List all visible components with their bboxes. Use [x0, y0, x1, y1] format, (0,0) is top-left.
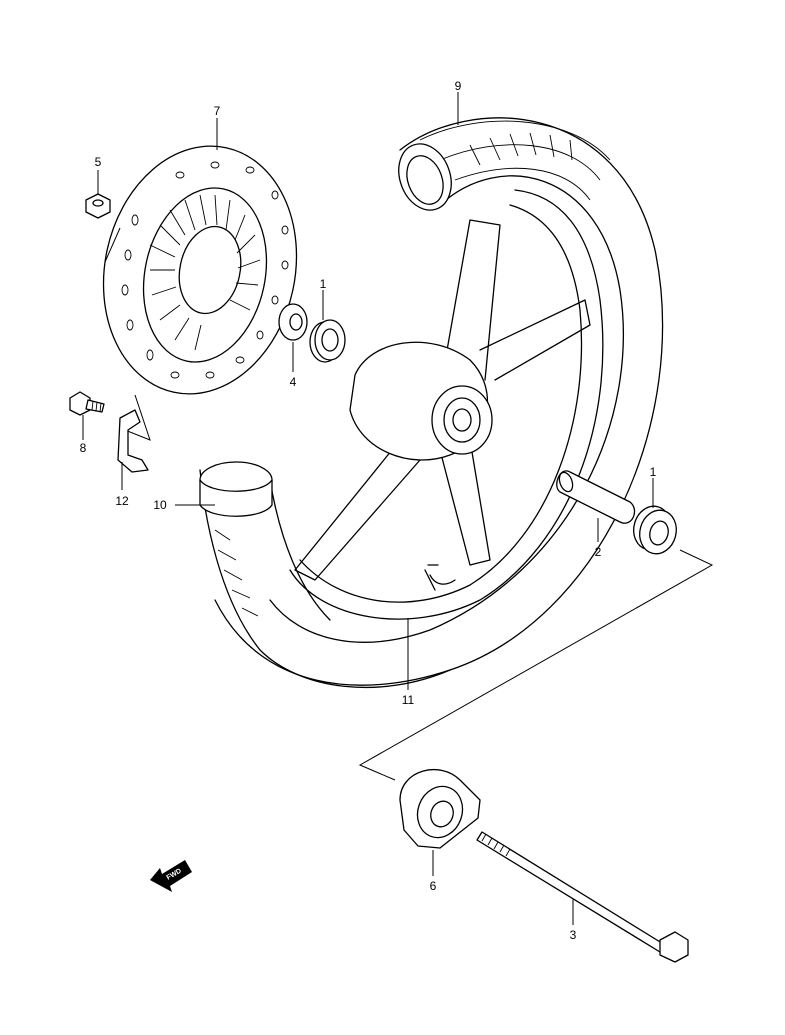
- axle-spacer-part-2: [556, 470, 636, 524]
- lock-washer-part-12: [117, 409, 149, 473]
- leader-lines: [82, 92, 654, 925]
- callout-9: 9: [455, 79, 462, 93]
- bearing-part-1-lower: [633, 505, 677, 555]
- axle-part-3: [476, 831, 689, 963]
- callout-2: 2: [595, 545, 602, 559]
- tire-part-9: [214, 117, 664, 686]
- fwd-arrow: FWD: [150, 860, 192, 892]
- callout-7: 7: [214, 104, 221, 118]
- spacer-part-4: [278, 303, 308, 341]
- tire-tube-part-10: [199, 461, 451, 689]
- callout-5: 5: [95, 155, 102, 169]
- callout-1-upper: 1: [320, 277, 327, 291]
- callout-11: 11: [402, 693, 415, 707]
- callout-3: 3: [570, 928, 577, 942]
- callout-4: 4: [290, 375, 297, 389]
- wheel-rim-part-11: [289, 189, 604, 620]
- callout-6: 6: [430, 879, 437, 893]
- bolt-part-8: [69, 391, 105, 416]
- callout-1-lower: 1: [650, 465, 657, 479]
- collar-part-6: [399, 769, 481, 849]
- brake-disc-part-7: [102, 145, 298, 395]
- bearing-part-1-upper: [309, 319, 346, 363]
- nut-part-5: [85, 193, 111, 219]
- callout-12: 12: [115, 494, 129, 508]
- callout-10: 10: [153, 498, 167, 512]
- callout-8: 8: [80, 441, 87, 455]
